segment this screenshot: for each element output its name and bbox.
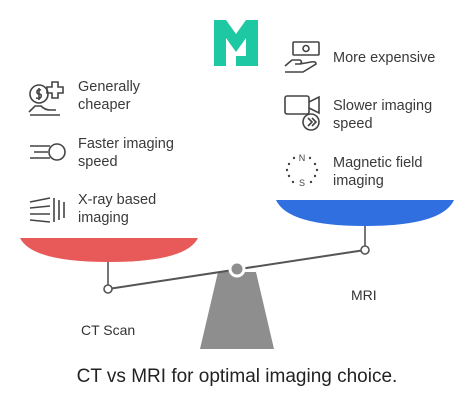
video-camera-icon <box>284 95 320 131</box>
diagram-caption: CT vs MRI for optimal imaging choice. <box>76 366 398 387</box>
svg-text:N: N <box>299 153 306 163</box>
dollar-pile-icon <box>28 81 64 116</box>
feature-expensive: More expensive <box>333 50 436 66</box>
compass-icon: N S <box>285 153 319 188</box>
xray-beam-icon <box>29 197 65 223</box>
pivot <box>228 260 246 278</box>
logo-mark <box>214 20 258 66</box>
feature-magnetic: Magnetic field imaging <box>333 155 423 189</box>
ct-pan <box>20 238 198 262</box>
cash-in-hand-icon <box>284 41 320 73</box>
ct-scan-label: CT Scan <box>81 322 136 338</box>
feature-xray: X-ray based imaging <box>78 192 157 226</box>
mri-label: MRI <box>351 287 377 303</box>
mri-pan <box>276 200 454 226</box>
feature-cheaper: Generally cheaper <box>78 79 141 113</box>
feature-slower: Slower imaging speed <box>333 98 433 132</box>
fulcrum <box>200 272 274 349</box>
feature-faster: Faster imaging speed <box>78 136 174 170</box>
speed-lines-icon <box>30 143 66 161</box>
svg-text:S: S <box>299 178 305 188</box>
